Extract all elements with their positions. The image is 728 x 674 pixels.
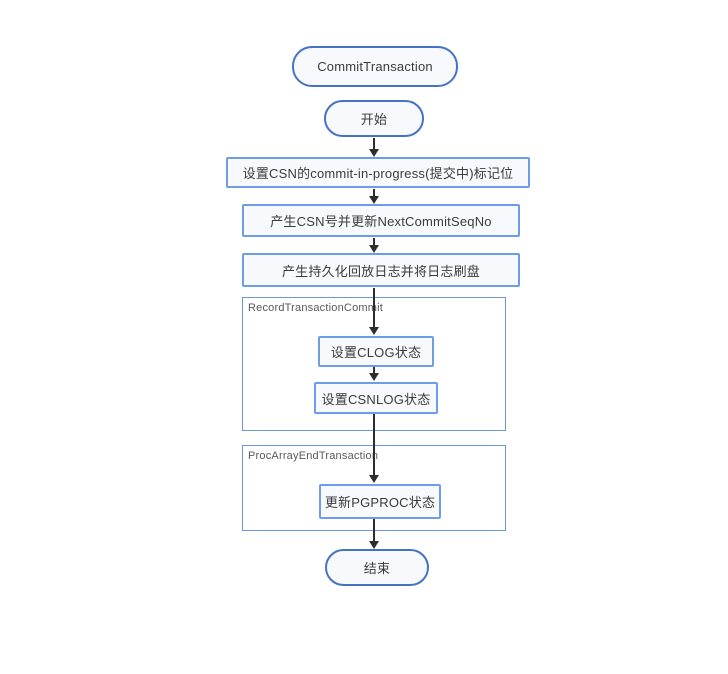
node-step-generate-csn: 产生CSN号并更新NextCommitSeqNo — [242, 204, 520, 237]
arrowhead-icon — [369, 149, 379, 157]
arrow-pgproc-to-end — [369, 519, 379, 549]
group-label-record-transaction-commit: RecordTransactionCommit — [248, 302, 384, 314]
node-end: 结束 — [325, 549, 429, 586]
arrow-step1-to-step2 — [369, 189, 379, 204]
arrow-shaft — [373, 138, 375, 151]
arrowhead-icon — [369, 327, 379, 335]
arrow-shaft — [373, 367, 375, 375]
arrow-csnlog-to-pgproc — [369, 414, 379, 483]
node-step-set-commit-in-progress: 设置CSN的commit-in-progress(提交中)标记位 — [226, 157, 530, 188]
node-step-set-clog-status: 设置CLOG状态 — [318, 336, 434, 367]
arrowhead-icon — [369, 196, 379, 204]
arrow-step2-to-step3 — [369, 238, 379, 253]
node-step-update-pgproc-status: 更新PGPROC状态 — [319, 484, 441, 519]
group-label-procarray-end-transaction: ProcArrayEndTransaction — [248, 450, 379, 462]
arrow-shaft — [373, 288, 375, 329]
node-step-persist-redo-log: 产生持久化回放日志并将日志刷盘 — [242, 253, 520, 287]
arrow-clog-to-csnlog — [369, 367, 379, 381]
arrow-shaft — [373, 519, 375, 543]
arrowhead-icon — [369, 475, 379, 483]
node-start: 开始 — [324, 100, 424, 137]
arrow-shaft — [373, 414, 375, 477]
node-step-set-csnlog-status: 设置CSNLOG状态 — [314, 382, 438, 414]
arrow-shaft — [373, 238, 375, 247]
arrow-shaft — [373, 189, 375, 198]
arrow-step3-to-set-clog — [369, 288, 379, 335]
arrowhead-icon — [369, 373, 379, 381]
arrowhead-icon — [369, 245, 379, 253]
arrowhead-icon — [369, 541, 379, 549]
arrow-start-to-step1 — [369, 138, 379, 157]
group-procarray-end-transaction: ProcArrayEndTransaction 更新PGPROC状态 — [242, 445, 506, 531]
node-function-title: CommitTransaction — [292, 46, 458, 87]
